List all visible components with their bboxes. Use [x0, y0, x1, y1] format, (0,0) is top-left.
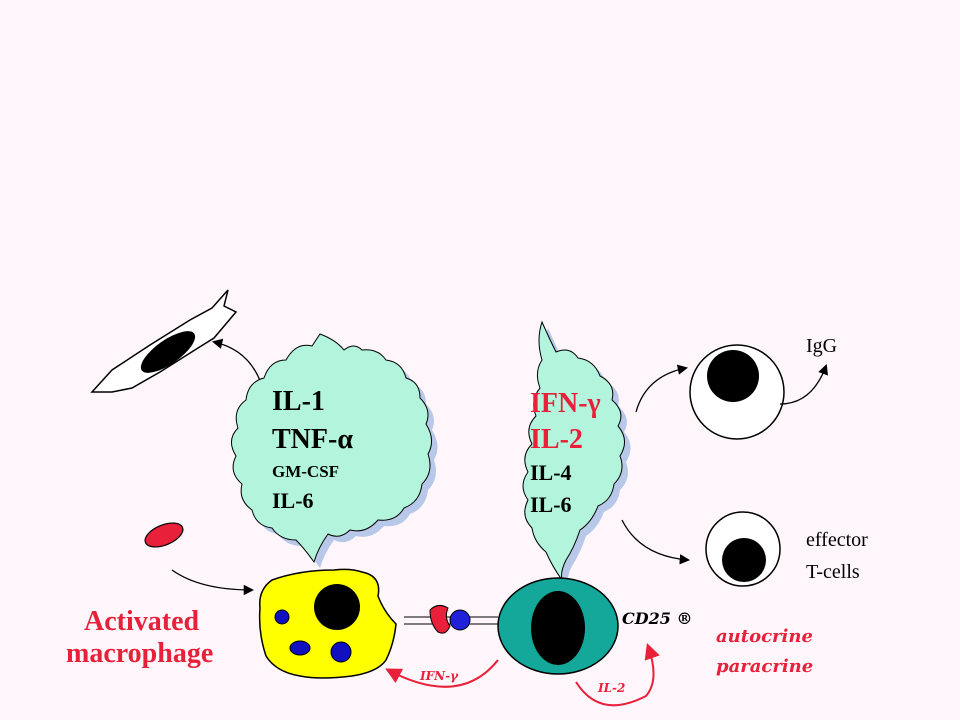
cytokine-il4: IL-4	[530, 460, 572, 485]
cytokine-gmcsf: GM-CSF	[272, 462, 339, 481]
cytokine-tnf: TNF-α	[272, 424, 353, 455]
arrow-to-fibroblast	[211, 338, 263, 387]
macrophage-icon	[258, 568, 397, 679]
label-igg: IgG	[806, 335, 837, 357]
arrow-to-igg	[779, 364, 828, 405]
receptor-icon	[404, 604, 498, 634]
cytokine-il1: IL-1	[272, 386, 325, 417]
label-autocrine: autocrine	[716, 626, 813, 647]
label-macrophage: macrophage	[66, 638, 213, 669]
t-helper-cell-icon	[497, 577, 619, 675]
effector-t-cell-icon	[705, 511, 781, 587]
label-effector: effector	[806, 529, 868, 551]
arrow-to-b-cell	[635, 364, 689, 413]
label-il2-arrow: IL-2	[597, 681, 625, 695]
fibroblast-icon	[90, 289, 238, 393]
cytokine-il6-tcell: IL-6	[530, 492, 572, 517]
label-t-cells: T-cells	[806, 561, 860, 583]
cytokine-il6-macrophage: IL-6	[272, 488, 314, 513]
red-blood-cell-icon	[144, 522, 184, 548]
label-activated: Activated	[84, 606, 200, 637]
label-ifn-arrow: IFN-γ	[419, 669, 459, 683]
tcell-cytokine-cloud	[522, 320, 625, 581]
arrow-to-effector-cells	[621, 519, 691, 565]
macrophage-cytokine-cloud	[231, 333, 432, 564]
arrow-ifn-to-macrophage	[385, 659, 499, 688]
cytokine-ifng: IFN-γ	[530, 388, 601, 419]
b-cell-icon	[689, 344, 785, 440]
cytokine-il2: IL-2	[530, 424, 583, 455]
label-paracrine: paracrine	[716, 656, 813, 677]
label-cd25: CD25 ®	[622, 609, 692, 628]
arrow-il2-autocrine	[575, 642, 660, 707]
arrow-to-macrophage	[171, 569, 255, 596]
